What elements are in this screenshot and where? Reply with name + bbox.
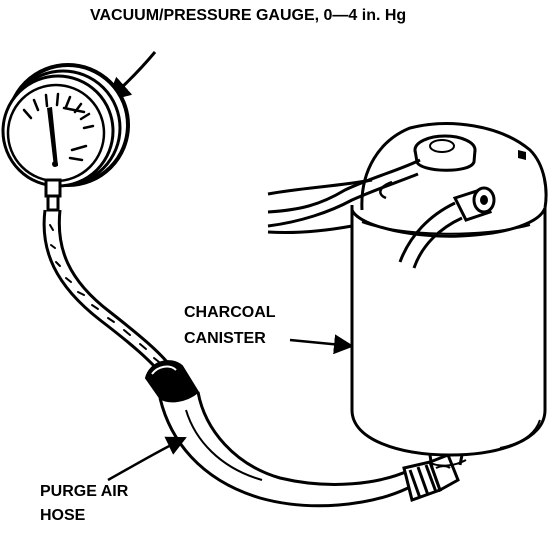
purge-air-hose (144, 360, 460, 508)
hose-label-line2: HOSE (40, 507, 86, 524)
gauge-needle (47, 107, 58, 167)
vacuum-gauge (1, 63, 130, 212)
charcoal-canister (267, 122, 548, 469)
hose-label-line1: PURGE AIR (40, 483, 129, 500)
canister-label-line2: CANISTER (184, 330, 266, 347)
canister-label-line1: CHARCOAL (184, 304, 276, 321)
gauge-label: VACUUM/PRESSURE GAUGE, 0—4 in. Hg (90, 7, 406, 24)
gauge-hose (42, 209, 174, 376)
canister-leader-arrow (289, 334, 354, 355)
hose-leader-arrow (107, 436, 187, 482)
